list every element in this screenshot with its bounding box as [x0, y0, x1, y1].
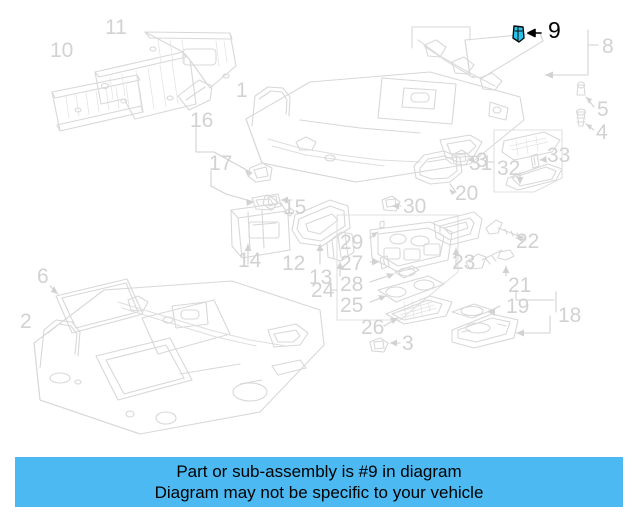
callout-8: 8 — [602, 35, 614, 58]
part-13-visor-hinge — [326, 231, 355, 277]
callout-16: 16 — [190, 109, 214, 132]
part-19-lamp-lens — [451, 303, 501, 319]
part-29-console-housing — [369, 220, 453, 273]
part-31-box — [487, 129, 563, 193]
callout-10: 10 — [50, 39, 74, 62]
callout-12: 12 — [282, 252, 306, 275]
callout-23: 23 — [452, 251, 476, 274]
part-4-screw — [575, 108, 595, 131]
callout-13: 13 — [309, 266, 333, 289]
notice-line-1: Part or sub-assembly is #9 in diagram — [176, 462, 462, 481]
callout-14: 14 — [238, 249, 262, 272]
callout-19: 19 — [506, 295, 530, 318]
part-9-highlighted-clip — [512, 25, 525, 43]
callout-28: 28 — [340, 273, 364, 296]
leader-8 — [544, 29, 599, 79]
notice-banner: Part or sub-assembly is #9 in diagram Di… — [15, 457, 623, 507]
callout-25: 25 — [340, 294, 364, 317]
part-5-fastener — [576, 81, 595, 108]
callout-5: 5 — [597, 98, 609, 121]
callout-21: 21 — [508, 274, 532, 297]
callout-6: 6 — [37, 265, 49, 288]
callout-2: 2 — [20, 310, 32, 333]
part-18-dome-lamp — [451, 313, 551, 349]
part-3-clip-lower — [369, 337, 401, 353]
part-25-map-light — [369, 275, 445, 303]
part-10-trim-panel — [51, 74, 144, 132]
callout-30: 30 — [403, 195, 427, 218]
callout-11: 11 — [105, 16, 127, 39]
callout-3-lower: 3 — [402, 332, 414, 355]
part-27-bulb — [369, 255, 390, 270]
callout-20: 20 — [455, 182, 479, 205]
callout-33: 33 — [547, 144, 571, 167]
part-3-clip-upper — [451, 149, 474, 166]
callout-1: 1 — [236, 79, 248, 102]
callout-31: 31 — [469, 152, 493, 175]
part-20-assist-grip — [413, 150, 463, 195]
callout-32: 32 — [497, 157, 521, 180]
callout-22: 22 — [516, 230, 540, 253]
part-33-bulb — [530, 153, 547, 169]
part-12-visor-frame — [291, 199, 351, 265]
part-6-sunshade — [49, 278, 144, 334]
part-14-sun-visor — [230, 202, 295, 265]
part-32-lamp-housing — [501, 131, 563, 191]
callout-24: 24 — [311, 279, 335, 302]
callout-29: 29 — [340, 231, 364, 254]
callout-3-upper: 3 — [476, 149, 488, 172]
callout-26: 26 — [361, 316, 385, 339]
part-26-grille — [383, 295, 453, 327]
part-23-grip-bracket — [433, 211, 483, 269]
callout-15: 15 — [283, 196, 307, 219]
part-top-harness — [411, 26, 503, 91]
callout-18: 18 — [558, 304, 582, 327]
part-11-headliner-panels — [94, 31, 237, 120]
part-22-spring-pin — [485, 219, 527, 242]
part-8-roof-molding — [464, 32, 544, 79]
part-2-headliner-lower — [33, 280, 325, 435]
notice-line-2: Diagram may not be specific to your vehi… — [154, 483, 484, 502]
callout-27: 27 — [340, 252, 364, 275]
part-21-pin — [465, 249, 557, 313]
leader-9 — [527, 28, 542, 38]
part-28-lens — [369, 265, 420, 283]
callout-17: 17 — [209, 152, 233, 175]
part-30-clip — [381, 195, 402, 212]
callout-9-highlighted: 9 — [548, 17, 561, 43]
callout-4: 4 — [596, 121, 608, 144]
